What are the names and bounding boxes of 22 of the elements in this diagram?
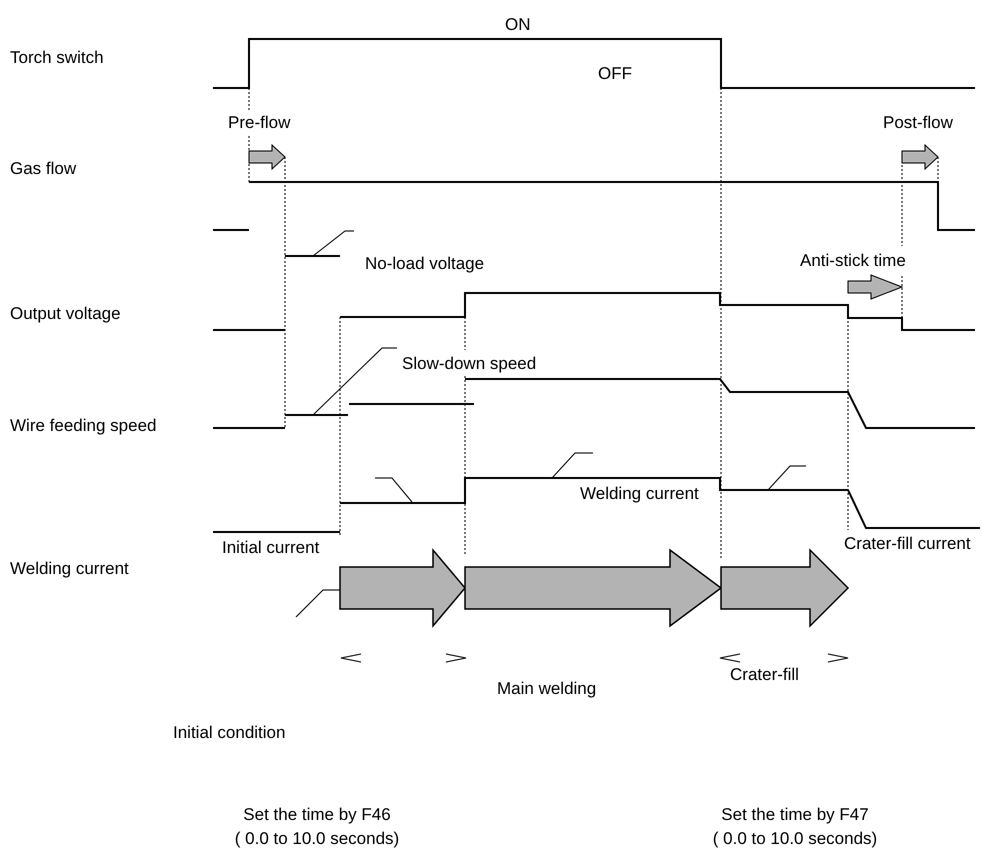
setting-note: ( 0.0 to 10.0 seconds) (234, 828, 400, 849)
setting-note: ( 0.0 to 10.0 seconds) (712, 828, 878, 849)
level-label: Crater-fill current (844, 533, 971, 554)
phase-label: Crater-fill (730, 664, 799, 685)
level-label: No-load voltage (365, 253, 484, 274)
signal-name: Gas flow (10, 158, 76, 179)
phase-label: Main welding (497, 678, 596, 699)
signal-name: Torch switch (10, 47, 104, 68)
signal-name: Wire feeding speed (10, 415, 156, 436)
setting-note: Set the time by F46 (242, 804, 392, 825)
level-label: Slow-down speed (402, 353, 536, 374)
level-label: Welding current (580, 483, 699, 504)
level-label: Initial current (222, 537, 320, 558)
timing-label: Pre-flow (228, 112, 290, 133)
signal-name: Output voltage (10, 303, 121, 324)
signal-name: Welding current (10, 558, 129, 579)
state-label: OFF (598, 63, 632, 84)
phase-label: Initial condition (173, 722, 286, 743)
timing-label: Post-flow (883, 112, 953, 133)
setting-note: Set the time by F47 (720, 804, 870, 825)
state-label: ON (505, 14, 530, 35)
timing-label: Anti-stick time (800, 250, 906, 271)
